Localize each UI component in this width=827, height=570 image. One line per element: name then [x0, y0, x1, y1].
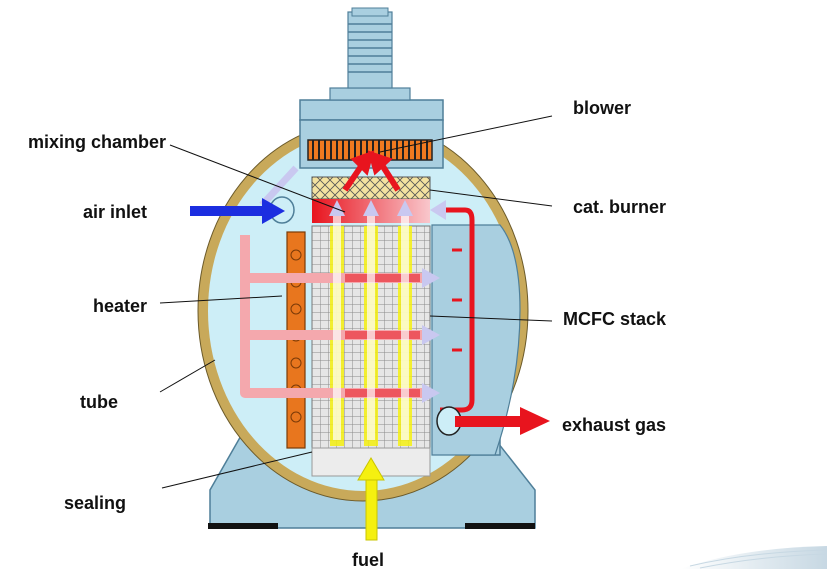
label-blower: blower: [573, 98, 632, 118]
fuel-inlet-arrow: [357, 457, 385, 541]
label-mcfc-stack: MCFC stack: [563, 309, 667, 329]
leader-cat-burner: [429, 189, 553, 207]
leader-heater: [159, 295, 283, 304]
leader-mcfc-stack: [429, 315, 553, 322]
blower-motor: [329, 7, 411, 101]
air-flow-arrowheads: [422, 268, 440, 403]
burner-to-blower-arrows: [342, 150, 401, 192]
inner-housing: [431, 224, 521, 456]
label-heater: heater: [93, 296, 148, 316]
recirculation-arrowhead: [430, 200, 446, 220]
exhaust-gas-arrow: [436, 406, 550, 436]
recirculation-loop: [440, 207, 475, 413]
air-inlet-arrow: [190, 198, 285, 224]
label-exhaust-gas: exhaust gas: [562, 415, 667, 435]
leader-tube: [159, 359, 216, 393]
label-air-inlet: air inlet: [83, 202, 148, 222]
leader-lines: [159, 115, 553, 489]
label-sealing: sealing: [64, 493, 127, 513]
leader-blower: [379, 115, 553, 153]
label-tube: tube: [80, 392, 118, 412]
decorative-wave: [680, 546, 827, 569]
label-mixing-chamber: mixing chamber: [28, 132, 167, 152]
leader-sealing: [161, 451, 313, 489]
upflow-arrows: [329, 200, 413, 440]
label-cat-burner: cat. burner: [573, 197, 667, 217]
decorative-wave-lines: [689, 549, 827, 569]
cat-burner-block: [311, 176, 431, 200]
top-manifold: [299, 99, 444, 121]
leader-mixing-chamber: [169, 144, 346, 213]
label-fuel: fuel: [352, 550, 385, 570]
